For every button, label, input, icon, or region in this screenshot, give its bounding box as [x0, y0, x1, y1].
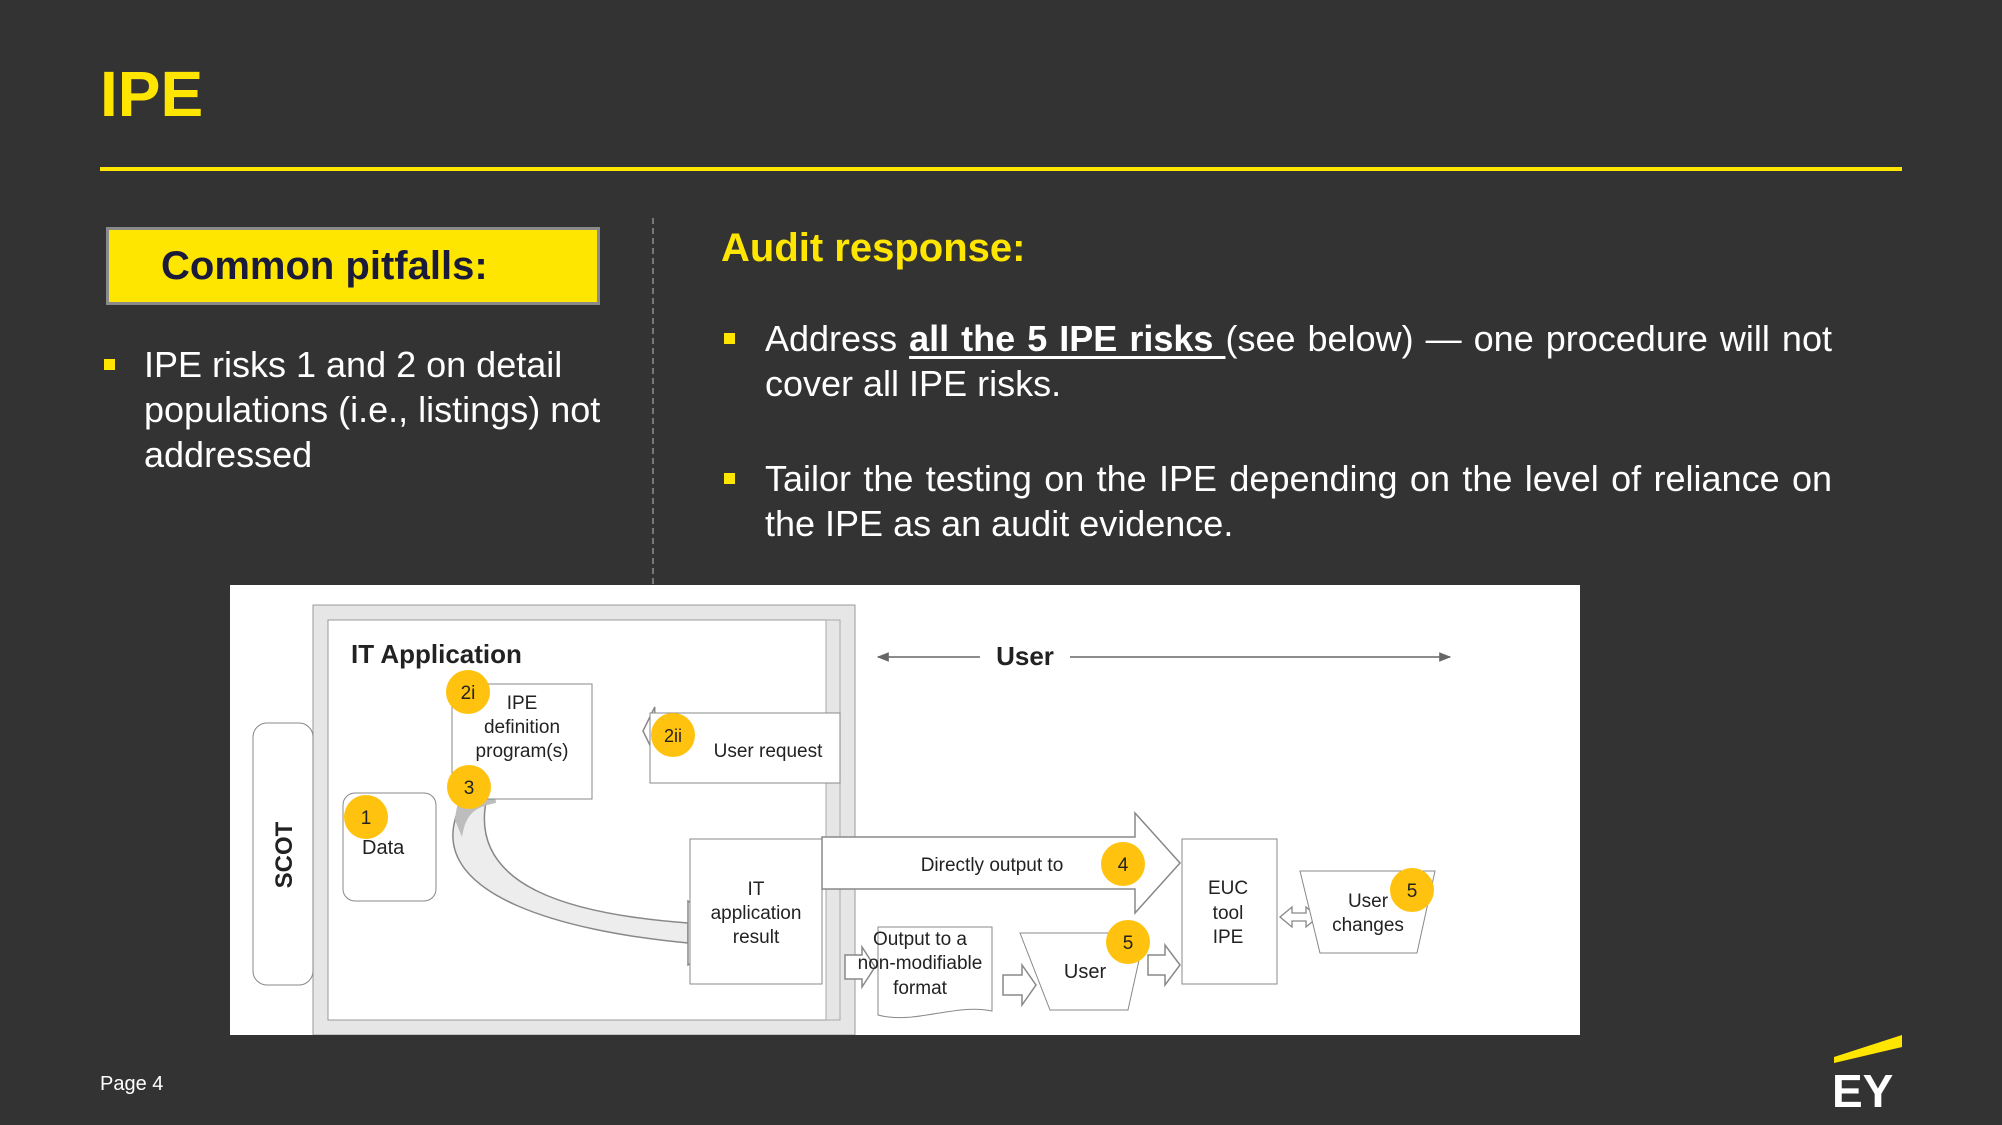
pitfall-text: IPE risks 1 and 2 on detail populations …	[144, 344, 601, 475]
output-format-line3: format	[893, 978, 948, 999]
risk-badge-5-changes: 5	[1390, 868, 1434, 912]
pitfalls-list: IPE risks 1 and 2 on detail populations …	[102, 342, 642, 477]
ipe-risk-diagram: IT Application User SCOT Data IPE defini…	[230, 585, 1580, 1035]
it-application-label: IT Application	[351, 639, 522, 669]
it-result-line1: IT	[748, 879, 765, 900]
output-format-line2: non-modifiable	[858, 953, 983, 974]
audit-response-list: Address all the 5 IPE risks (see below) …	[722, 316, 1832, 596]
euc-line3: IPE	[1213, 927, 1244, 948]
svg-text:1: 1	[361, 808, 372, 829]
title-underline	[100, 167, 1902, 171]
risk-badge-1: 1	[344, 795, 388, 839]
audit-item-1: Address all the 5 IPE risks (see below) …	[722, 316, 1832, 406]
directly-output-arrow	[821, 811, 1182, 915]
common-pitfalls-heading: Common pitfalls:	[161, 243, 488, 288]
user-changes-line1: User	[1348, 891, 1389, 912]
page-number: Page 4	[100, 1073, 164, 1095]
svg-text:2ii: 2ii	[664, 726, 682, 746]
bullet-square-icon	[724, 473, 735, 484]
user-changes-line2: changes	[1332, 915, 1404, 936]
it-result-line2: application	[711, 903, 802, 924]
it-result-line3: result	[733, 927, 780, 948]
audit-item-2: Tailor the testing on the IPE depending …	[722, 456, 1832, 546]
svg-text:3: 3	[464, 778, 475, 799]
pitfall-item: IPE risks 1 and 2 on detail populations …	[102, 342, 642, 477]
user-box-label: User	[1064, 961, 1107, 983]
directly-output-label: Directly output to	[921, 855, 1064, 876]
euc-tool-box	[1181, 838, 1278, 985]
slide-title: IPE	[100, 58, 204, 130]
scot-label: SCOT	[271, 821, 298, 888]
output-format-box	[877, 926, 993, 1019]
risk-badge-2i: 2i	[446, 670, 490, 714]
svg-text:4: 4	[1118, 855, 1129, 876]
risk-badge-3: 3	[447, 765, 491, 809]
risk-badge-2ii: 2ii	[651, 713, 695, 757]
svg-text:2i: 2i	[461, 683, 476, 704]
bullet-square-icon	[724, 333, 735, 344]
user-header-label: User	[996, 641, 1054, 671]
user-request-label: User request	[714, 741, 823, 762]
svg-text:5: 5	[1407, 881, 1418, 902]
audit-response-heading: Audit response:	[721, 226, 1026, 270]
risk-badge-4: 4	[1101, 842, 1145, 886]
ey-logo: EY	[1832, 1035, 1902, 1117]
ipe-def-line2: definition	[484, 717, 560, 738]
euc-line1: EUC	[1208, 878, 1248, 899]
data-label: Data	[362, 837, 405, 859]
ipe-def-line1: IPE	[507, 693, 538, 714]
risk-badge-5-user: 5	[1106, 920, 1150, 964]
scot-box	[252, 722, 314, 986]
audit-item-1-emphasis: all the 5 IPE risks	[909, 318, 1226, 359]
euc-line2: tool	[1213, 903, 1244, 924]
ipe-def-line3: program(s)	[476, 741, 569, 762]
svg-text:5: 5	[1123, 933, 1134, 954]
column-divider	[652, 218, 654, 584]
audit-item-2-text: Tailor the testing on the IPE depending …	[765, 458, 1832, 544]
logo-text: EY	[1832, 1065, 1893, 1110]
common-pitfalls-box: Common pitfalls:	[106, 227, 600, 305]
it-result-box	[689, 838, 823, 985]
bullet-square-icon	[104, 359, 115, 370]
audit-item-1-before: Address	[765, 318, 910, 359]
audit-item-1-after: (see below) — one procedure will not cov…	[765, 318, 1832, 404]
output-format-line1: Output to a	[873, 929, 967, 950]
